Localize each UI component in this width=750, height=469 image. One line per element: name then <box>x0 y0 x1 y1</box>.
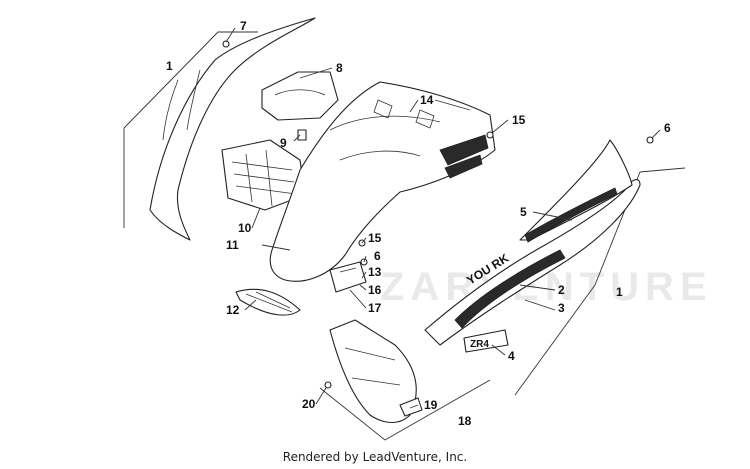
callout-18: 18 <box>458 414 472 428</box>
part-decal-plate: ZR4 <box>463 329 509 353</box>
decal-text-plate: ZR4 <box>470 339 489 350</box>
callout-16: 16 <box>368 283 382 297</box>
callout-labels: 1 7 8 14 15 6 9 5 10 11 15 6 13 1 2 16 3… <box>166 19 671 428</box>
callout-20: 20 <box>302 397 316 411</box>
footer-credit: Rendered by LeadVenture, Inc. <box>282 450 468 464</box>
part-hood <box>269 81 496 282</box>
callout-6-mid: 6 <box>374 249 381 263</box>
fasteners <box>222 40 654 389</box>
callout-1-right: 1 <box>616 285 623 299</box>
callout-12: 12 <box>226 303 240 317</box>
leader-lines <box>225 27 661 409</box>
callout-15-top: 15 <box>512 113 526 127</box>
callout-9: 9 <box>280 136 287 150</box>
callout-3: 3 <box>558 301 565 315</box>
part-clip <box>297 129 307 141</box>
callout-13: 13 <box>368 265 382 279</box>
part-bracket-center <box>329 261 367 293</box>
callout-14: 14 <box>420 93 434 107</box>
callout-5: 5 <box>520 205 527 219</box>
callout-10: 10 <box>238 221 252 235</box>
part-left-side-panel <box>123 17 316 241</box>
callout-2: 2 <box>558 283 565 297</box>
callout-4: 4 <box>508 349 515 363</box>
callout-11: 11 <box>226 238 239 252</box>
callout-6-top: 6 <box>664 121 671 135</box>
callout-8: 8 <box>336 61 343 75</box>
callout-15-mid: 15 <box>368 231 382 245</box>
callout-17: 17 <box>368 301 382 315</box>
callout-19: 19 <box>424 398 438 412</box>
part-windshield <box>261 71 339 121</box>
callout-7: 7 <box>240 19 247 33</box>
part-lower-nose <box>319 319 491 441</box>
part-mesh-screen <box>235 288 301 316</box>
callout-1-left: 1 <box>166 59 173 73</box>
